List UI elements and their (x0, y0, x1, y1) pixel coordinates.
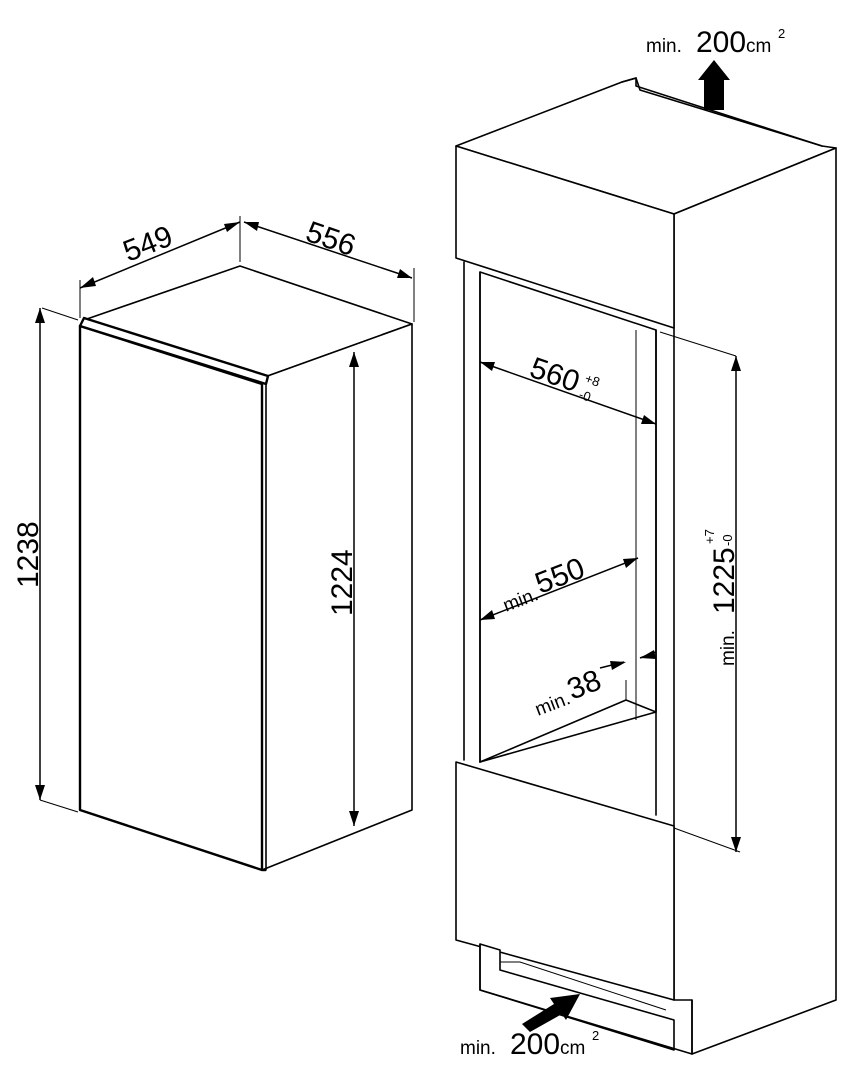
appliance-door-edge (78, 316, 270, 386)
vent-bottom-exp: 2 (592, 1028, 599, 1043)
vent-top-value: 200 (696, 26, 746, 59)
dim-niche-height: min. 1225 +7 -0 (659, 331, 741, 853)
dim-total-height-label: 1238 (12, 521, 45, 588)
vent-top-arrow-icon (698, 60, 730, 110)
dim-body-height-label: 1224 (326, 549, 359, 616)
vent-top-exp: 2 (778, 26, 785, 41)
cabinet-top-block (455, 145, 675, 329)
vent-top-unit: cm (746, 36, 771, 57)
dim-niche-width-tol-minus: -0 (577, 387, 593, 405)
dim-body-height: 1224 (326, 352, 359, 826)
vent-bottom-prefix: min. (460, 1038, 496, 1059)
dim-niche-height-label: 1225 (708, 547, 741, 614)
dim-width-label: 549 (119, 220, 178, 269)
vent-bottom-unit: cm (560, 1038, 585, 1059)
dim-niche-height-prefix: min. (718, 630, 739, 666)
vent-bottom: min. 200 cm 2 (460, 994, 599, 1061)
cabinet-side (673, 147, 837, 1055)
dim-total-height: 1238 (12, 307, 79, 813)
cabinet-drawing (455, 77, 837, 1055)
dim-niche-height-tol-plus: +7 (702, 529, 717, 544)
vent-top: min. 200 cm 2 (646, 26, 785, 110)
appliance-door (78, 324, 264, 872)
vent-bottom-arrow-icon (522, 994, 580, 1032)
dim-niche-width-tol-plus: +8 (583, 371, 602, 390)
vent-top-prefix: min. (646, 36, 682, 57)
vent-bottom-value: 200 (510, 1028, 560, 1061)
dim-depth-label: 556 (302, 215, 360, 263)
dim-niche-height-tol-minus: -0 (720, 534, 735, 546)
appliance-drawing (78, 265, 413, 872)
